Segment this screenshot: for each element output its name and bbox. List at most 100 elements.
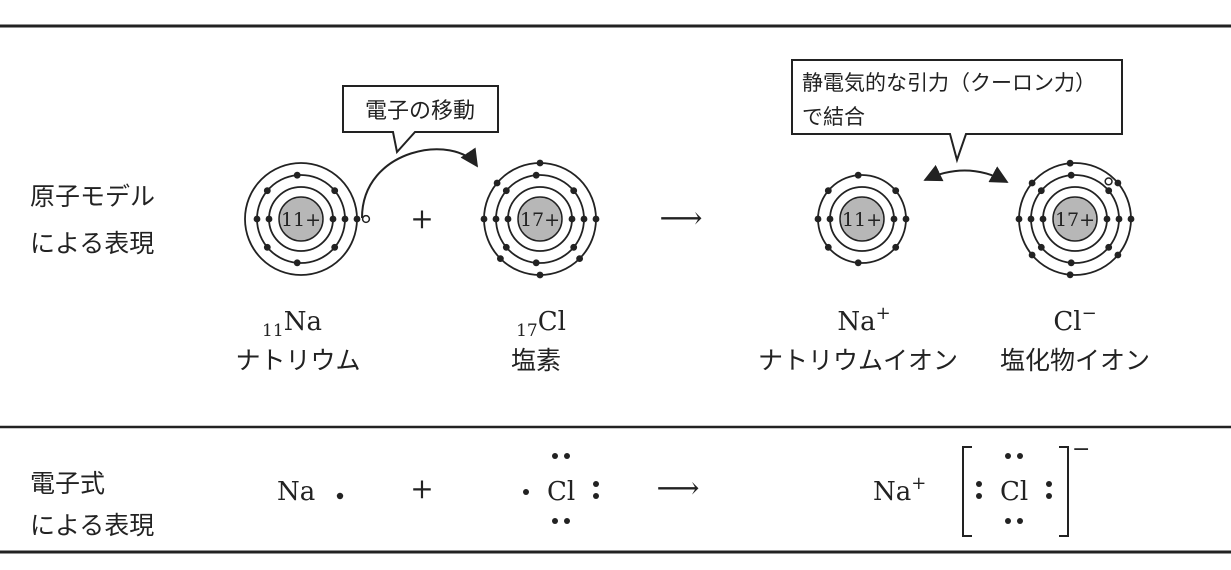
chlorine-label: 17Cl [516, 307, 566, 341]
chloride-ion-charge: − [1082, 303, 1097, 324]
electron-transfer-callout-box [342, 85, 499, 155]
sodium-ion-model: 11+ [814, 171, 910, 267]
right-bracket [1059, 446, 1069, 537]
na-ion-electron-formula: Na+ [873, 473, 926, 507]
chlorine-name: 塩素 [511, 346, 561, 375]
nucleus-charge-label: 17+ [520, 209, 560, 231]
nucleus [839, 196, 885, 242]
electron [1028, 179, 1036, 187]
cl-ion-electron [1046, 481, 1052, 487]
electron [265, 215, 273, 223]
electron [1067, 171, 1075, 179]
cl-ion-electron [1046, 493, 1052, 499]
electron [492, 215, 500, 223]
electron [1067, 259, 1075, 267]
na-valence-electron [336, 492, 344, 500]
electron [253, 215, 261, 223]
nucleus [517, 196, 563, 242]
nucleus-charge-label: 11+ [842, 209, 882, 231]
electron [854, 259, 862, 267]
electron [1027, 215, 1035, 223]
electron [341, 215, 349, 223]
electron [331, 187, 339, 195]
cl-electron-formula-symbol: Cl [547, 477, 575, 507]
electron [580, 215, 588, 223]
electron [824, 187, 832, 195]
electron [1105, 243, 1113, 251]
electron [814, 215, 822, 223]
electron [890, 215, 898, 223]
cl-electron [523, 489, 529, 495]
electron [293, 171, 301, 179]
chloride-ion-symbol: Cl [1053, 307, 1081, 337]
cl-electron [564, 453, 570, 459]
electron [497, 255, 504, 262]
cl-ion-valence-electrons [976, 453, 1052, 524]
received-electron [1104, 177, 1113, 186]
electron [570, 187, 578, 195]
sodium-ion-name: ナトリウムイオン [758, 346, 958, 375]
plus-sign-model: + [410, 202, 433, 235]
electron [1114, 251, 1122, 259]
electron [502, 187, 510, 195]
chlorine-atom-model: 17+ [480, 159, 600, 279]
electron [536, 271, 544, 279]
cl-ion-formula-symbol: Cl [1000, 477, 1028, 507]
cl-electron [552, 518, 558, 524]
electron [536, 159, 544, 167]
attraction-callout-text-line2: で結合 [802, 105, 865, 129]
electron [1103, 215, 1111, 223]
reaction-arrow-formula: ⟶ [656, 471, 699, 506]
chloride-ion-label: Cl− [1053, 303, 1096, 337]
electron [532, 171, 540, 179]
chloride-ion-name: 塩化物イオン [1000, 346, 1150, 375]
electron [504, 215, 512, 223]
chlorine-symbol: Cl [538, 307, 566, 337]
electron [493, 179, 501, 187]
electron [502, 243, 510, 251]
cl-electron [552, 453, 558, 459]
electron [854, 171, 862, 179]
nucleus-charge-label: 11+ [281, 209, 321, 231]
cl-valence-electrons [523, 453, 599, 524]
electron [263, 243, 271, 251]
electron [1015, 215, 1023, 223]
sodium-atomic-number: 11 [262, 321, 284, 341]
na-electron-formula-symbol: Na [277, 477, 315, 507]
cl-ion-electron [1017, 518, 1023, 524]
chlorine-atomic-number: 17 [516, 321, 538, 341]
cl-ion-electron [1005, 518, 1011, 524]
electron [1127, 215, 1135, 223]
attraction-arrow [923, 164, 1009, 183]
nucleus [278, 196, 324, 242]
electron [568, 215, 576, 223]
cl-ion-electron [976, 481, 982, 487]
chloride-ion-model: 17+ [1015, 159, 1135, 279]
electron [592, 215, 600, 223]
electron [480, 215, 488, 223]
electron [532, 259, 540, 267]
formula-row-label-line2: による表現 [30, 511, 154, 540]
electron [1039, 215, 1047, 223]
sodium-ion-label: Na+ [837, 303, 890, 337]
cl-ion-formula-charge: − [1072, 437, 1090, 462]
electron [892, 187, 900, 195]
electron [1114, 179, 1122, 187]
electron [576, 255, 583, 262]
formula-row-label-line1: 電子式 [30, 469, 105, 498]
nucleus [1052, 196, 1098, 242]
electron [329, 215, 337, 223]
plus-sign-formula: + [410, 472, 433, 505]
electron [1115, 215, 1123, 223]
cl-ion-electron [976, 493, 982, 499]
attraction-callout-box [791, 59, 1123, 164]
na-ion-formula-symbol: Na [873, 477, 911, 507]
electron [826, 215, 834, 223]
electron [570, 243, 578, 251]
electron [1105, 187, 1113, 195]
model-row-label-line2: による表現 [30, 229, 154, 258]
sodium-ion-charge: + [876, 303, 891, 324]
electron [1037, 187, 1045, 195]
electron-transfer-arrow [361, 147, 479, 219]
attraction-callout-text-line1: 静電気的な引力（クーロン力） [802, 71, 1096, 95]
